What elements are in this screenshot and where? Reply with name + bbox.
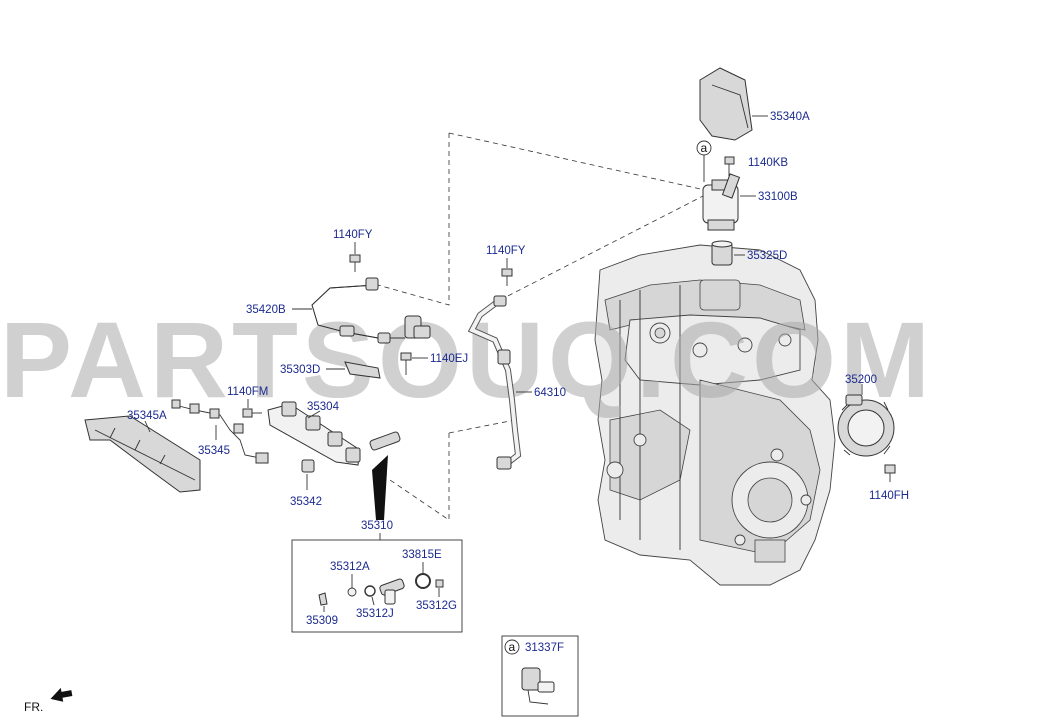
- label-35200[interactable]: 35200: [845, 374, 877, 386]
- label-31337F[interactable]: 31337F: [525, 642, 564, 654]
- part-bracket-35303D[interactable]: [344, 361, 381, 379]
- box-35310: [291, 539, 463, 633]
- label-35420B[interactable]: 35420B: [246, 304, 286, 316]
- part-pipe-35420B[interactable]: [311, 277, 431, 344]
- part-35309[interactable]: [318, 592, 328, 606]
- label-35340A[interactable]: 35340A: [770, 111, 810, 123]
- callout-a-box[interactable]: [504, 639, 520, 655]
- part-cover-35340A[interactable]: [699, 67, 753, 141]
- label-35309[interactable]: 35309: [306, 615, 338, 627]
- part-harness-35345[interactable]: [171, 399, 269, 464]
- front-indicator-label: FR.: [24, 700, 43, 714]
- part-fuel-rail-35304[interactable]: [267, 401, 361, 473]
- label-35312J[interactable]: 35312J: [356, 608, 394, 620]
- part-pump-33100B[interactable]: [702, 173, 741, 231]
- assembly-lines: [377, 132, 706, 521]
- bolt-1140FY-mid[interactable]: [501, 268, 513, 286]
- label-33100B[interactable]: 33100B: [758, 191, 798, 203]
- bolt-1140FY-left[interactable]: [349, 254, 361, 272]
- callout-a-box-symbol: a: [509, 640, 516, 654]
- part-hose-64310[interactable]: [467, 295, 522, 470]
- part-injector-kit[interactable]: [379, 578, 405, 605]
- part-33815E[interactable]: [415, 573, 431, 589]
- front-arrow-icon: [50, 687, 73, 702]
- part-35312A[interactable]: [347, 587, 357, 597]
- callout-a-top-symbol: a: [701, 141, 708, 155]
- part-sleeve-35325D[interactable]: [711, 240, 733, 266]
- label-35345A[interactable]: 35345A: [127, 410, 167, 422]
- label-35325D[interactable]: 35325D: [747, 250, 787, 262]
- label-35345[interactable]: 35345: [198, 445, 230, 457]
- part-35312G[interactable]: [435, 579, 444, 588]
- bolt-1140FM[interactable]: [242, 408, 262, 418]
- label-35342[interactable]: 35342: [290, 496, 322, 508]
- part-35312J[interactable]: [364, 585, 376, 597]
- bolt-1140FH[interactable]: [884, 464, 896, 482]
- box-31337F: [501, 635, 579, 717]
- bolt-1140KB[interactable]: [724, 156, 735, 176]
- watermark: PARTSOUQ.COM: [0, 299, 934, 420]
- label-35303D[interactable]: 35303D: [280, 364, 320, 376]
- label-1140FM[interactable]: 1140FM: [227, 386, 268, 398]
- label-35312A[interactable]: 35312A: [330, 561, 370, 573]
- label-1140KB[interactable]: 1140KB: [748, 157, 788, 169]
- part-vacuum-pump-35200[interactable]: [837, 394, 895, 457]
- bolt-1140EJ[interactable]: [400, 352, 412, 375]
- label-1140EJ[interactable]: 1140EJ: [430, 353, 468, 365]
- part-sensor-31337F[interactable]: [521, 667, 555, 705]
- label-35304[interactable]: 35304: [307, 401, 340, 413]
- label-35310[interactable]: 35310: [361, 520, 393, 532]
- label-1140FY-left[interactable]: 1140FY: [333, 229, 373, 241]
- label-1140FH[interactable]: 1140FH: [869, 490, 909, 502]
- part-insulator-35345A[interactable]: [84, 415, 201, 493]
- label-64310[interactable]: 64310: [534, 387, 566, 399]
- engine-assembly: [594, 244, 836, 586]
- part-injector-assembly[interactable]: [369, 431, 401, 520]
- label-35312G[interactable]: 35312G: [416, 600, 457, 612]
- label-33815E[interactable]: 33815E: [402, 549, 442, 561]
- label-1140FY-mid[interactable]: 1140FY: [486, 245, 526, 257]
